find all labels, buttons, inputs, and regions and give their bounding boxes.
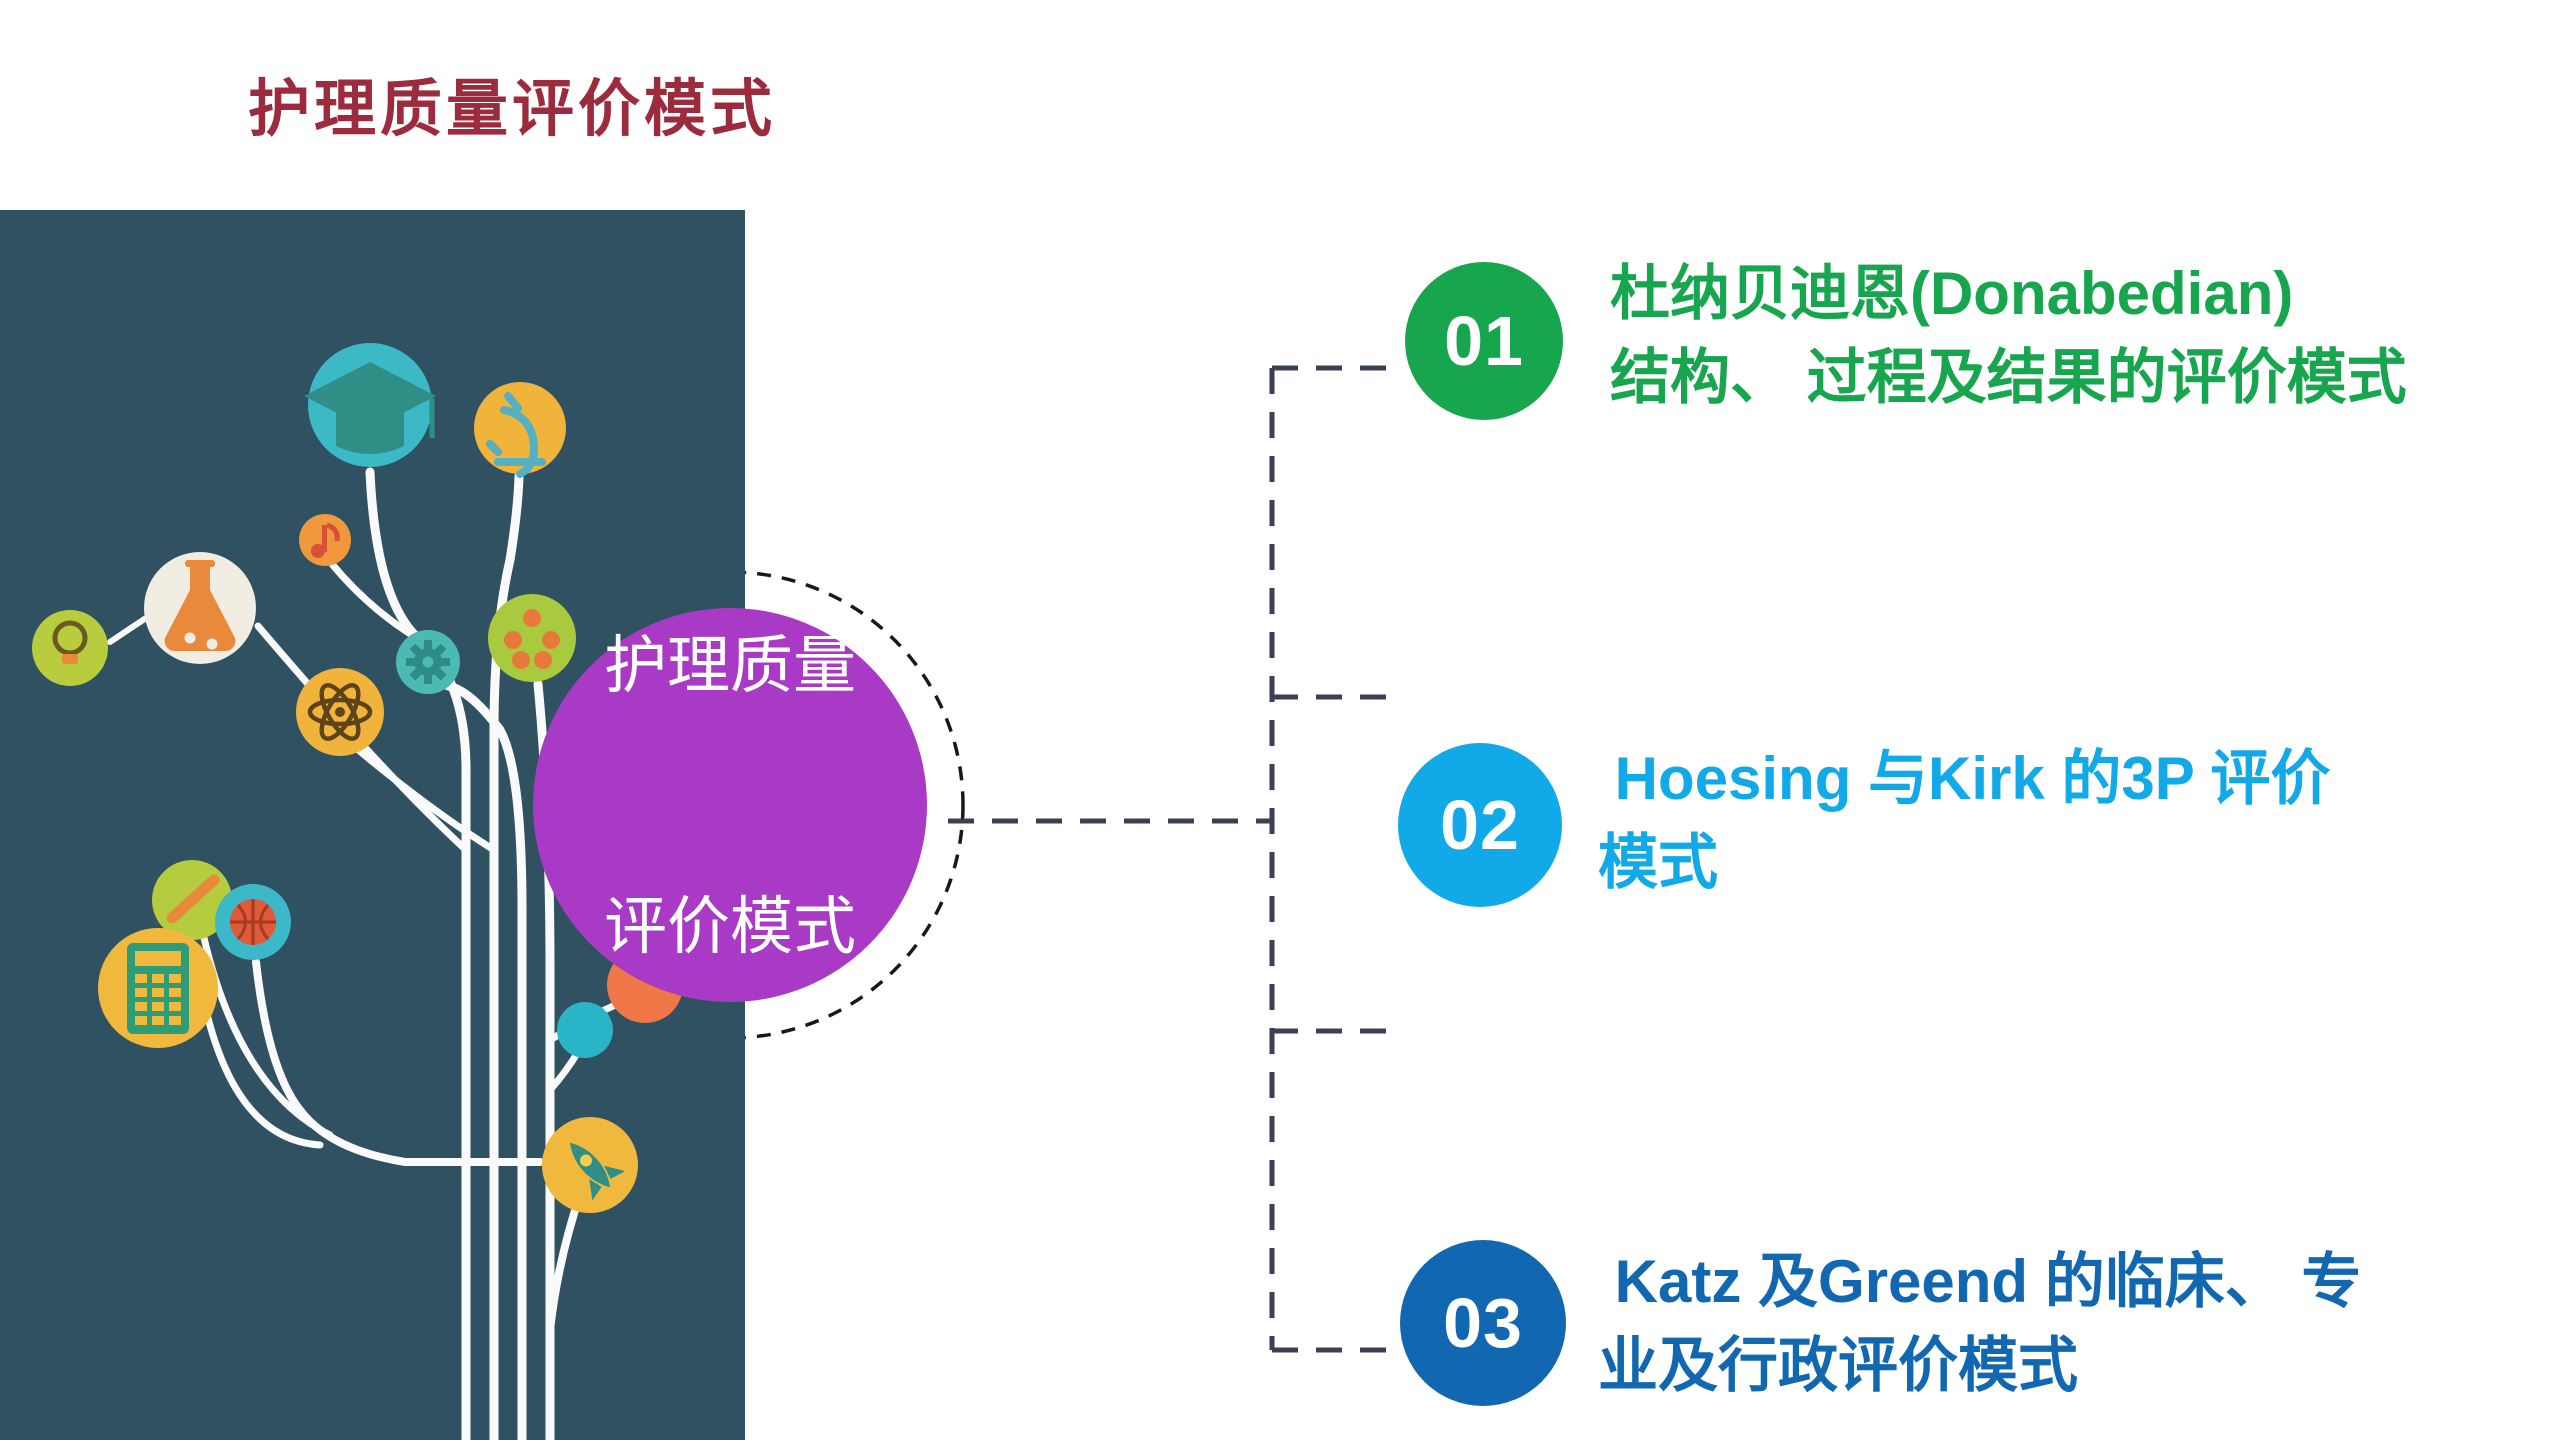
center-topic-circle: 护理质量 评价模式: [533, 608, 927, 1002]
item-02-line1: Hoesing 与Kirk 的3P 评价: [1598, 745, 2331, 812]
center-topic-line2: 评价模式: [604, 892, 856, 962]
calculator-icon: [98, 928, 218, 1048]
item-02-text: Hoesing 与Kirk 的3P 评价 模式: [1598, 737, 2548, 905]
microscope-icon: [474, 382, 566, 478]
item-03-number: 03: [1443, 1284, 1523, 1362]
basketball-icon: [215, 884, 291, 960]
item-02-line2: 模式: [1598, 829, 1718, 896]
music-note-icon: [299, 514, 351, 566]
atom-icon: [296, 668, 384, 756]
item-03-line2: 业及行政评价模式: [1598, 1332, 2078, 1399]
flask-icon: [144, 552, 256, 664]
item-02-number: 02: [1440, 786, 1520, 864]
item-03-line1: Katz 及Greend 的临床、 专: [1598, 1248, 2362, 1315]
item-01-number-circle: 01: [1405, 262, 1563, 420]
flower-icon: [488, 594, 576, 682]
item-03-number-circle: 03: [1400, 1240, 1566, 1406]
item-01-number: 01: [1444, 302, 1524, 380]
rocket-icon: [542, 1117, 638, 1213]
gear-icon: [396, 630, 460, 694]
lightbulb-icon: [32, 610, 108, 686]
page-title: 护理质量评价模式: [248, 75, 777, 144]
item-01-text: 杜纳贝迪恩(Donabedian) 结构、 过程及结果的评价模式: [1610, 252, 2560, 420]
item-01-line2: 结构、 过程及结果的评价模式: [1610, 344, 2407, 411]
item-01-line1: 杜纳贝迪恩(Donabedian): [1610, 260, 2294, 327]
item-03-text: Katz 及Greend 的临床、 专 业及行政评价模式: [1598, 1240, 2548, 1408]
center-topic-line1: 护理质量: [604, 631, 856, 701]
graduation-cap-icon: [304, 343, 436, 467]
item-02-number-circle: 02: [1398, 743, 1562, 907]
pencil-icon: [152, 860, 232, 940]
